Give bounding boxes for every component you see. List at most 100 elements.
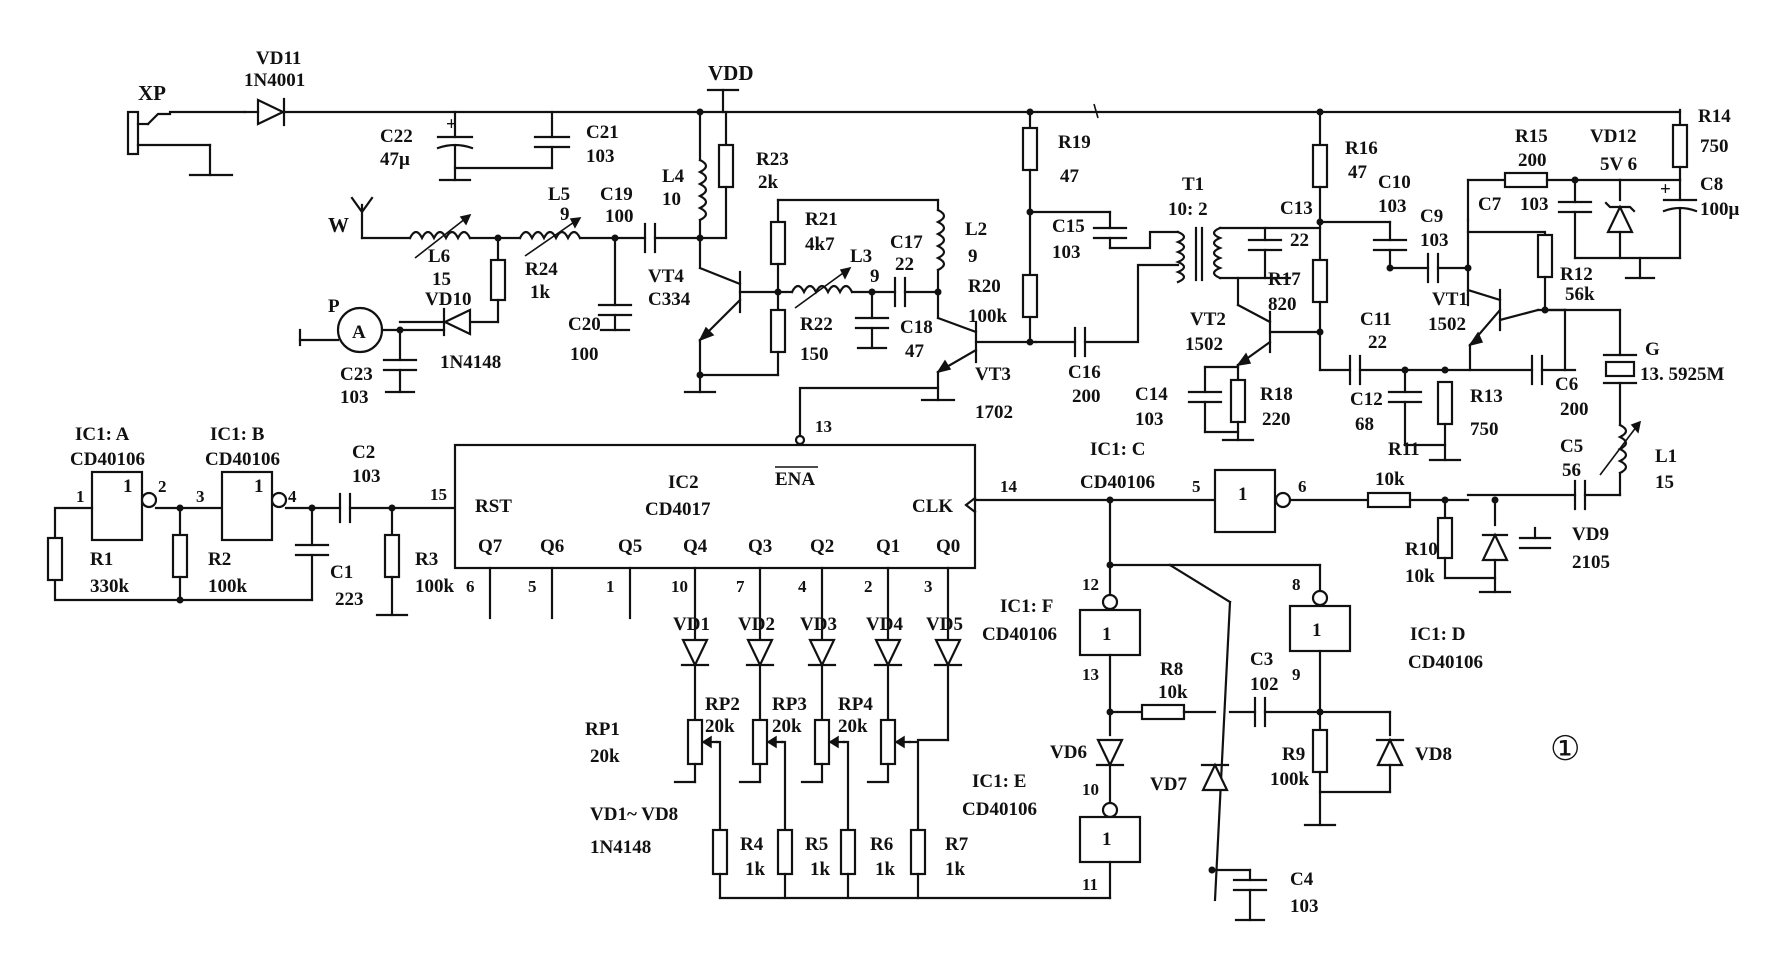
gate-ic1c (1213, 468, 1277, 534)
c10-name: C10 (1378, 172, 1411, 193)
c2-name: C2 (352, 442, 375, 463)
crystal-name: G (1645, 339, 1660, 360)
rp2-value: 20k (705, 716, 735, 737)
vd6-name: VD6 (1050, 742, 1087, 763)
resistor-r15 (1503, 171, 1549, 189)
diode-vd11 (256, 98, 286, 126)
ic2-output-q5: Q5 (618, 536, 642, 557)
ic1c-part: CD40106 (1080, 472, 1155, 493)
r18-value: 220 (1262, 409, 1291, 430)
label-vd1: VD1 (673, 614, 710, 635)
c7-value: 103 (1520, 194, 1549, 215)
l3-name: L3 (850, 246, 872, 267)
r3-value: 100k (415, 576, 455, 597)
c17-name: C17 (890, 232, 923, 253)
varicap-vd9 (1481, 532, 1509, 562)
r22-value: 150 (800, 344, 829, 365)
c6-name: C6 (1555, 374, 1578, 395)
vd9-name: VD9 (1572, 524, 1609, 545)
c22-value: 47μ (380, 149, 410, 170)
svg-text:1: 1 (1102, 829, 1112, 850)
ic1def-section: 1 IC1: F CD40106 12 13 R8 10k VD6 1 IC1:… (962, 496, 1483, 922)
ic1a-name: IC1: A (75, 424, 130, 445)
c13-name: C13 (1280, 198, 1313, 219)
svg-text:+: + (446, 114, 457, 135)
diode-vd5 (934, 638, 962, 668)
ic2-output-q0: Q0 (936, 536, 960, 557)
resistor-r18 (1229, 378, 1247, 424)
r21-value: 4k7 (805, 234, 835, 255)
l1-value: 15 (1655, 472, 1674, 493)
svg-text:1: 1 (76, 487, 85, 506)
svg-text:11: 11 (1082, 875, 1098, 894)
c9-name: C9 (1420, 206, 1443, 227)
rp1-value: 20k (590, 746, 620, 767)
svg-text:15: 15 (430, 485, 447, 504)
svg-text:1: 1 (1102, 624, 1112, 645)
vd10-part: 1N4148 (440, 352, 501, 373)
c3-name: C3 (1250, 649, 1273, 670)
c21-name: C21 (586, 122, 619, 143)
vt4-part: C334 (648, 289, 691, 310)
ic2-name: IC2 (668, 472, 699, 493)
t1-vt2-section: T1 10: 2 C13 22 VT2 1502 C14 103 R18 220 (1108, 108, 1534, 462)
resistor-r14 (1671, 123, 1689, 169)
vd-range-part: 1N4148 (590, 837, 651, 858)
c4-name: C4 (1290, 869, 1314, 890)
l4-value: 10 (662, 189, 681, 210)
ic1d-part: CD40106 (1408, 652, 1483, 673)
c1-name: C1 (330, 562, 353, 583)
ic2-output-q2: Q2 (810, 536, 834, 557)
rp3-value: 20k (772, 716, 802, 737)
label-vd5: VD5 (926, 614, 963, 635)
diode-vd10 (442, 308, 472, 336)
rp1-name: RP1 (585, 719, 620, 740)
vt3-part: 1702 (975, 402, 1013, 423)
power-input: XP VD11 1N4001 + C22 47μ C21 103 VDD (126, 48, 1682, 182)
ic2-pin-2: 2 (864, 577, 873, 596)
c8-name: C8 (1700, 174, 1723, 195)
label-vd2: VD2 (738, 614, 775, 635)
svg-text:14: 14 (1000, 477, 1018, 496)
potentiometer-rp4 (879, 718, 897, 766)
r17-name: R17 (1268, 269, 1301, 290)
r18-name: R18 (1260, 384, 1293, 405)
c10-value: 103 (1378, 196, 1407, 217)
c5-name: C5 (1560, 436, 1583, 457)
ic1e-name: IC1: E (972, 771, 1026, 792)
c8-value: 100μ (1700, 199, 1740, 220)
t1-name: T1 (1182, 174, 1204, 195)
ic2-pin-5: 5 (528, 577, 537, 596)
jack-label: XP (138, 81, 166, 105)
ic2-pin-1: 1 (606, 577, 615, 596)
resistor-r11 (1366, 491, 1412, 509)
vdd-label: VDD (708, 61, 754, 85)
c11-value: 22 (1368, 332, 1387, 353)
vd12-name: VD12 (1590, 126, 1636, 147)
r13-value: 750 (1470, 419, 1499, 440)
rp4-name: RP4 (838, 694, 873, 715)
r24-value: 1k (530, 282, 551, 303)
ic1a-part: CD40106 (70, 449, 145, 470)
r7-value: 1k (945, 859, 966, 880)
vt3-name: VT3 (975, 364, 1011, 385)
r10-name: R10 (1405, 539, 1438, 560)
label-vd3: VD3 (800, 614, 837, 635)
c11-name: C11 (1360, 309, 1392, 330)
c22-name: C22 (380, 126, 413, 147)
diode-vd1 (681, 638, 709, 668)
r2-value: 100k (208, 576, 248, 597)
r6-name: R6 (870, 834, 893, 855)
r19-value: 47 (1060, 166, 1080, 187)
svg-text:5: 5 (1192, 477, 1201, 496)
r17-value: 820 (1268, 294, 1297, 315)
r14-value: 750 (1700, 136, 1729, 157)
ic2-pin-7: 7 (736, 577, 745, 596)
r4-value: 1k (745, 859, 766, 880)
svg-text:13: 13 (1082, 665, 1099, 684)
diode-vd2 (746, 638, 774, 668)
resistor-r2 (171, 533, 189, 579)
resistor-r6 (839, 828, 857, 876)
